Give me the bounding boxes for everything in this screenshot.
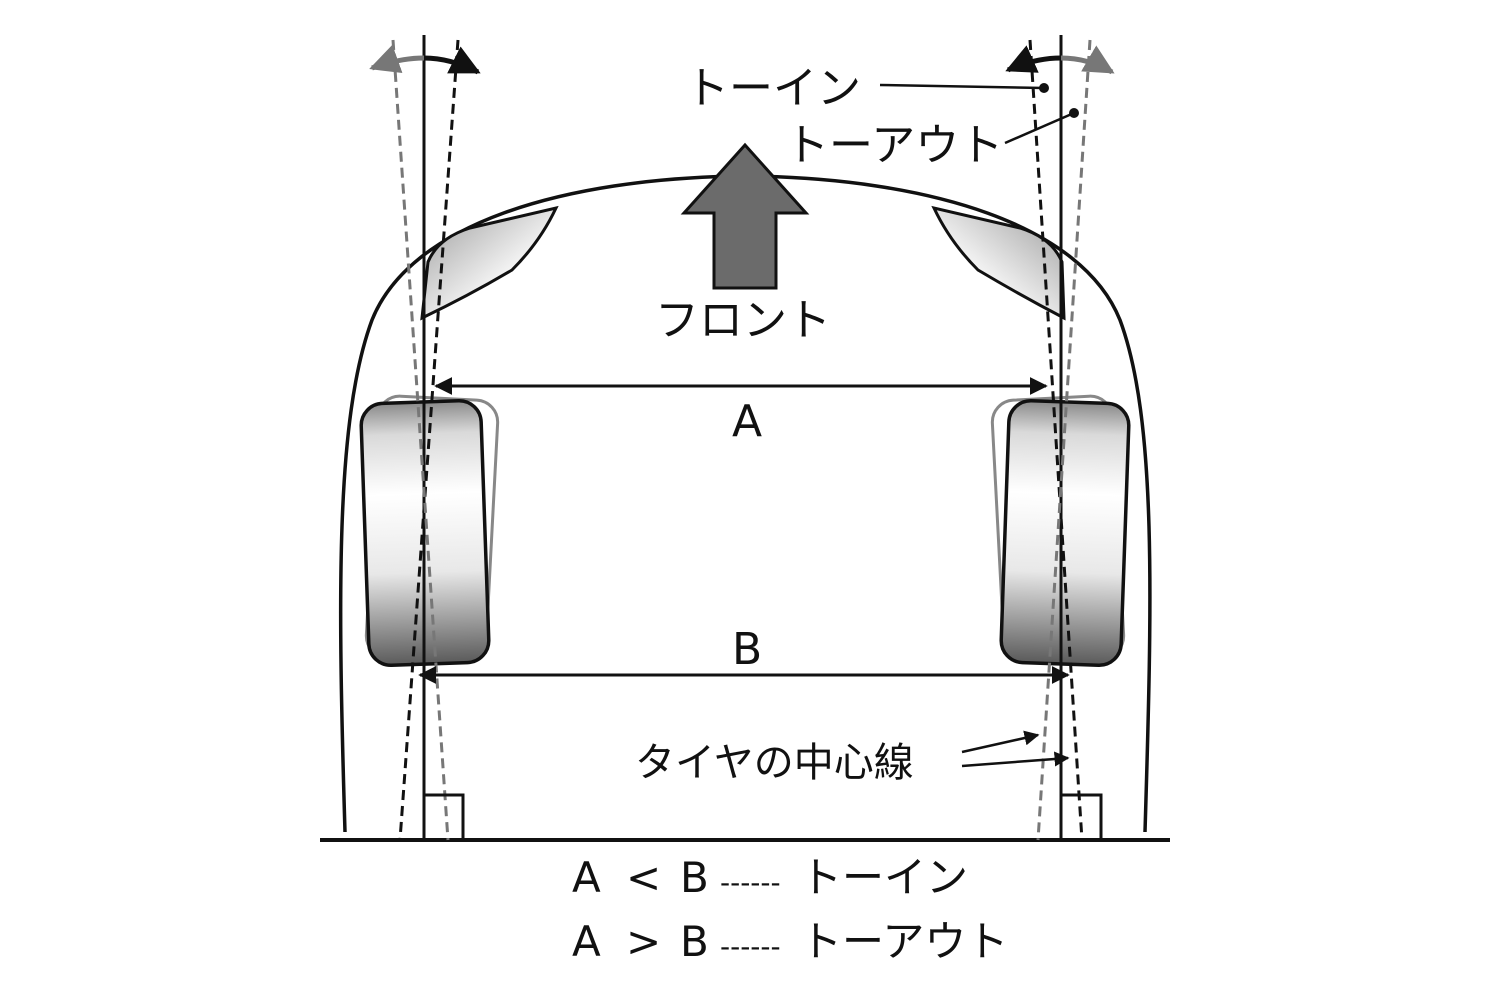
toe-out-leader-line [1004,111,1075,145]
legend-row-1-result: トーイン [800,853,968,902]
left-toe-out-rotation-arrow [369,44,425,74]
tire-centerline-label: タイヤの中心線 [635,740,914,786]
dimension-a-label: A [732,396,762,447]
toe-out-leader-dot [1069,108,1079,118]
dimension-b-label: B [732,624,762,675]
centerline-leader-2 [961,751,1070,768]
right-right-angle-marker [1061,793,1103,840]
legend-row-1-rhs: B [680,853,709,902]
legend-row-2-result: トーアウト [800,917,1008,966]
front-label: フロント [655,295,831,346]
toe-in-leader-dot [1039,83,1049,93]
centerline-leader-1 [961,730,1040,754]
legend-row-1-dashes: ------ [720,866,781,899]
legend-row-toe-in: A < B ------ トーイン [572,853,968,902]
legend-row-1-operator: < [626,853,661,902]
legend-row-1-lhs: A [572,853,601,902]
toe-in-label: トーイン [685,63,861,114]
legend-row-2-lhs: A [572,917,601,966]
legend-row-toe-out: A > B ------ トーアウト [572,917,1008,966]
left-toe-in-rotation-arrow [423,46,481,75]
legend-row-2-rhs: B [680,917,709,966]
left-right-angle-marker [424,793,465,840]
headlamp-right [931,205,1066,321]
legend-row-2-dashes: ------ [720,930,781,963]
headlamp-left [420,205,559,321]
right-toe-in-line [1028,39,1084,841]
right-toe-in-rotation-arrow [1005,45,1062,73]
front-direction-arrow [680,142,810,290]
left-toe-out-line [391,39,450,841]
right-toe-out-rotation-arrow [1060,45,1115,75]
left-toe-in-line [398,39,460,841]
toe-in-leader-line [879,83,1045,90]
right-toe-out-line [1036,39,1092,841]
toe-out-label: トーアウト [785,120,1003,171]
legend-row-2-operator: > [626,917,661,966]
